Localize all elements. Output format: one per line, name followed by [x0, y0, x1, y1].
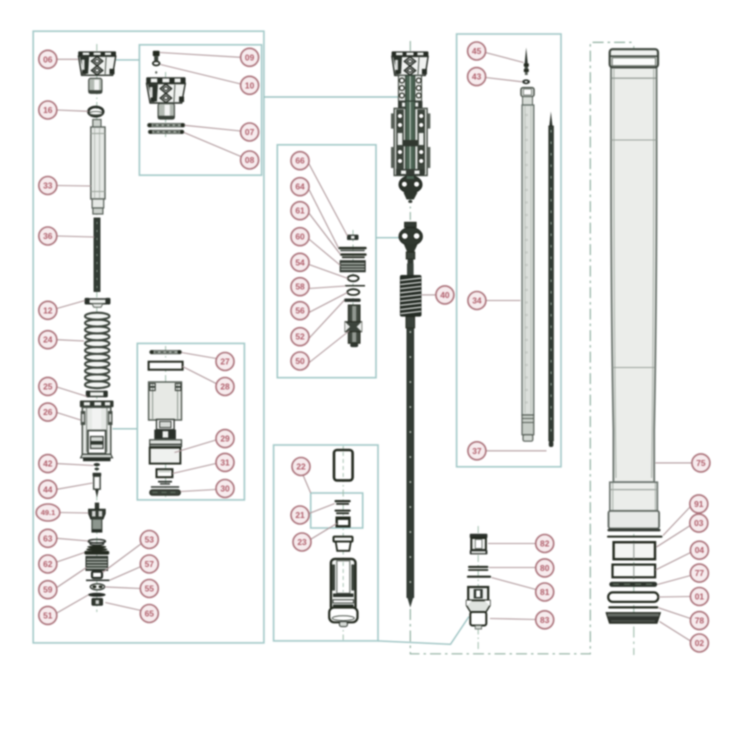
svg-text:53: 53 [145, 535, 155, 545]
svg-text:55: 55 [145, 584, 155, 594]
svg-text:01: 01 [695, 592, 705, 602]
svg-text:33: 33 [43, 181, 53, 191]
svg-text:29: 29 [220, 434, 230, 444]
svg-text:10: 10 [245, 80, 255, 90]
svg-text:02: 02 [695, 638, 705, 648]
svg-text:03: 03 [694, 518, 704, 528]
svg-text:75: 75 [696, 458, 706, 468]
svg-text:45: 45 [472, 46, 482, 56]
svg-text:04: 04 [695, 545, 705, 555]
svg-text:24: 24 [43, 335, 53, 345]
svg-text:36: 36 [43, 231, 53, 241]
svg-text:64: 64 [295, 182, 305, 192]
svg-text:62: 62 [43, 559, 53, 569]
svg-text:42: 42 [43, 459, 53, 469]
svg-text:31: 31 [220, 457, 230, 467]
svg-text:25: 25 [43, 381, 53, 391]
svg-text:16: 16 [43, 105, 53, 115]
svg-text:08: 08 [245, 155, 255, 165]
svg-text:28: 28 [220, 382, 230, 392]
svg-text:30: 30 [220, 484, 230, 494]
svg-text:78: 78 [695, 616, 705, 626]
svg-text:23: 23 [297, 537, 307, 547]
svg-text:81: 81 [540, 587, 550, 597]
svg-text:51: 51 [43, 610, 53, 620]
svg-text:80: 80 [540, 563, 550, 573]
svg-text:27: 27 [220, 357, 230, 367]
svg-text:26: 26 [43, 407, 53, 417]
svg-text:57: 57 [145, 559, 155, 569]
svg-text:82: 82 [540, 539, 550, 549]
svg-text:07: 07 [245, 127, 255, 137]
svg-text:37: 37 [472, 446, 482, 456]
svg-text:83: 83 [540, 615, 550, 625]
svg-text:49.1: 49.1 [41, 508, 56, 517]
svg-text:56: 56 [295, 306, 305, 316]
svg-text:91: 91 [694, 499, 704, 509]
svg-text:22: 22 [296, 462, 306, 472]
svg-text:43: 43 [472, 72, 482, 82]
svg-text:58: 58 [295, 282, 305, 292]
svg-text:65: 65 [145, 609, 155, 619]
svg-text:60: 60 [295, 232, 305, 242]
svg-text:50: 50 [295, 356, 305, 366]
svg-text:52: 52 [295, 332, 305, 342]
svg-text:66: 66 [295, 156, 305, 166]
svg-text:21: 21 [295, 510, 305, 520]
svg-text:77: 77 [695, 568, 705, 578]
svg-text:40: 40 [440, 290, 450, 300]
svg-text:09: 09 [245, 52, 255, 62]
svg-text:54: 54 [295, 257, 305, 267]
svg-text:06: 06 [43, 54, 53, 64]
svg-text:12: 12 [43, 305, 53, 315]
svg-text:63: 63 [43, 533, 53, 543]
svg-text:59: 59 [43, 585, 53, 595]
svg-text:61: 61 [295, 206, 305, 216]
svg-text:44: 44 [43, 484, 53, 494]
svg-text:34: 34 [472, 296, 482, 306]
